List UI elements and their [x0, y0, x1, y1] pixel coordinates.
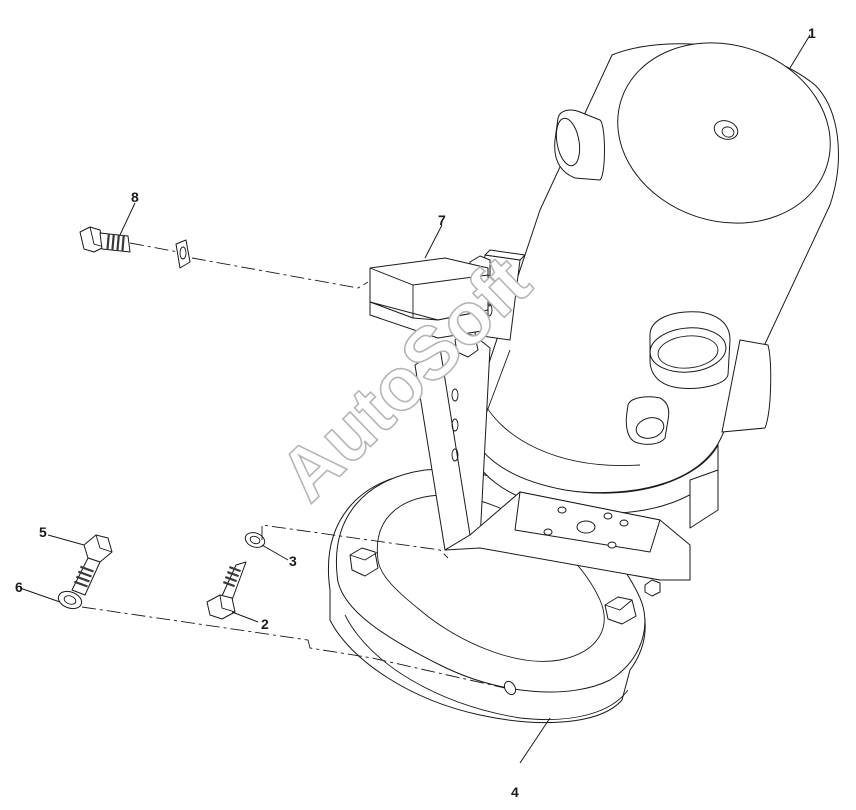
- assembly-lines: [81, 242, 506, 689]
- bolt-part-5: [71, 534, 113, 596]
- leader-lines: [19, 34, 811, 764]
- bolt-part-2: [206, 561, 247, 620]
- motor-assembly: [469, 42, 839, 514]
- callout-5: 5: [39, 524, 47, 540]
- callout-labels: 1 2 3 4 5 6 7 8: [15, 25, 816, 800]
- washer-part-6: [57, 590, 83, 610]
- callout-1: 1: [808, 25, 816, 41]
- callout-3: 3: [289, 553, 297, 569]
- washer-part-3: [244, 532, 266, 548]
- callout-7: 7: [438, 212, 446, 228]
- bracket-block: [369, 257, 489, 339]
- callout-2: 2: [261, 616, 269, 632]
- callout-6: 6: [15, 579, 23, 595]
- callout-8: 8: [131, 189, 139, 205]
- bolt-part-8: [79, 226, 131, 253]
- callout-4: 4: [511, 784, 519, 800]
- washer-part-8: [175, 239, 191, 269]
